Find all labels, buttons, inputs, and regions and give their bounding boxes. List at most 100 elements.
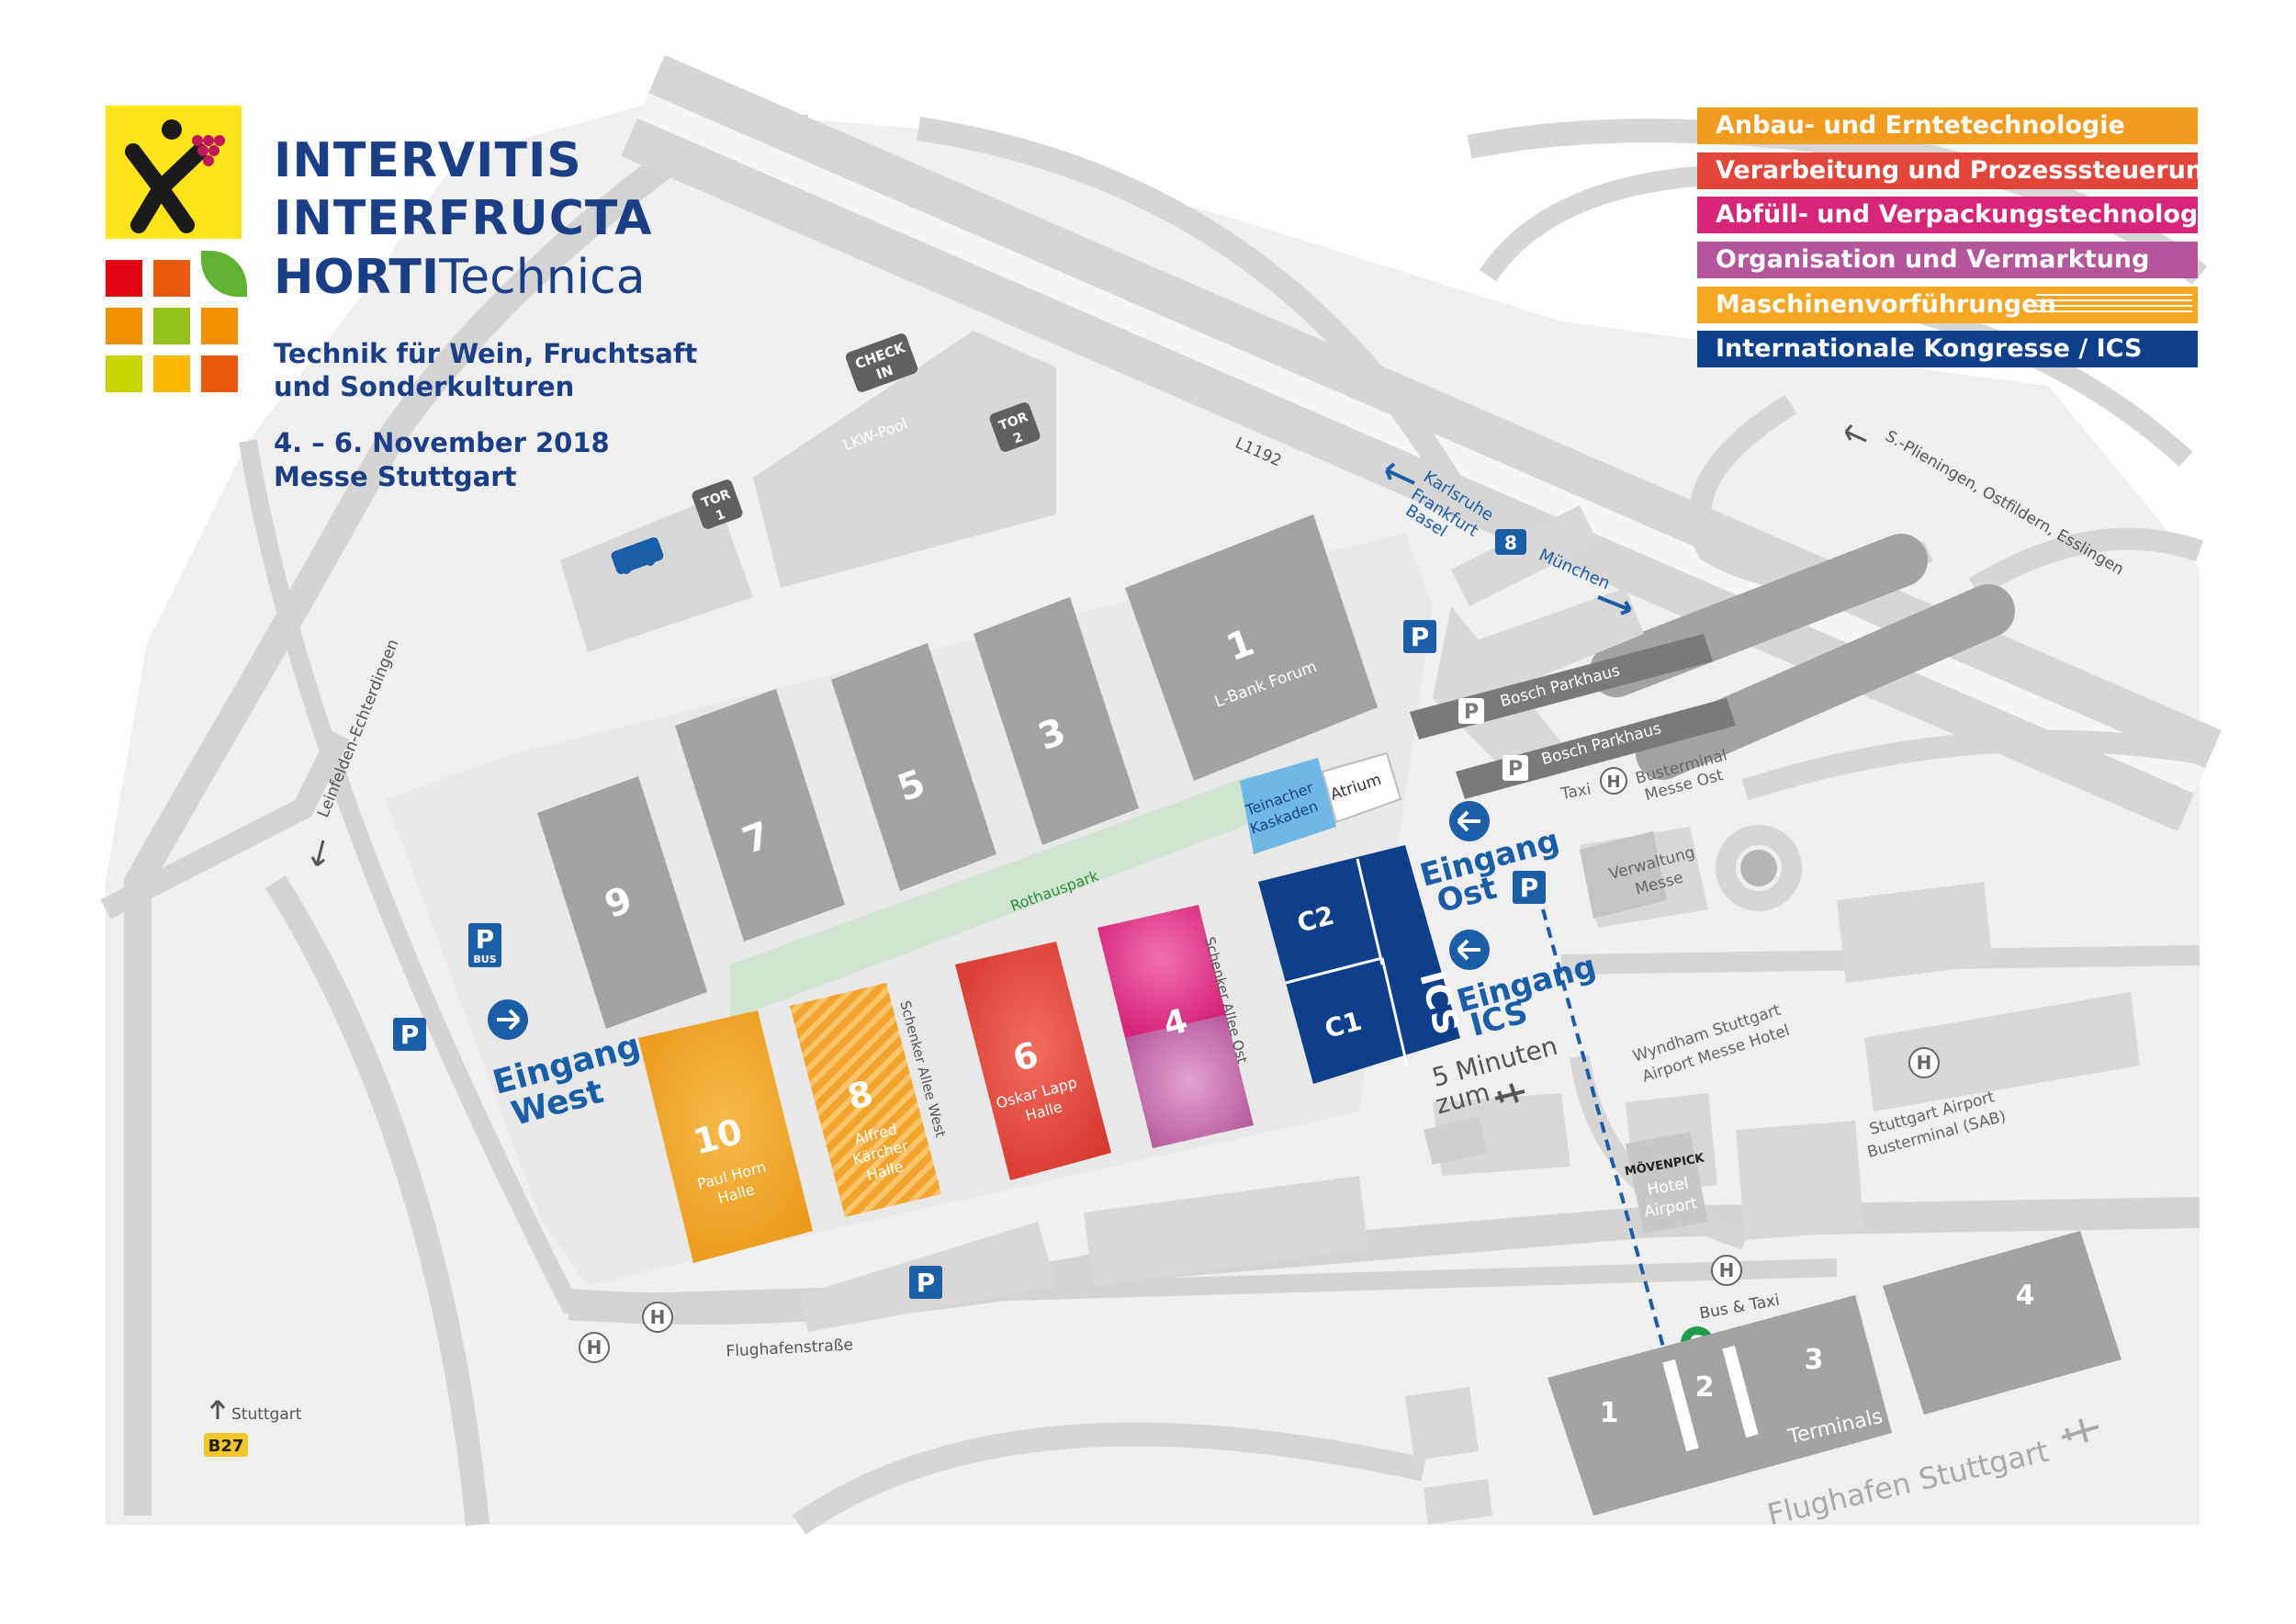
halls xyxy=(537,514,1460,1263)
parking-sign-south[interactable] xyxy=(909,1266,942,1299)
leinfelden-arrow-icon xyxy=(310,840,325,867)
brand-line-2: INTERFRUCTA xyxy=(274,191,653,246)
parking-sign-north[interactable] xyxy=(1403,620,1436,653)
tor-1-sign[interactable]: TOR 1 xyxy=(691,478,744,530)
hall-7[interactable] xyxy=(675,689,845,942)
logo-tile xyxy=(106,355,142,392)
event-date: 4. – 6. November 2018 xyxy=(274,427,610,458)
airplane-icon xyxy=(1494,1083,1525,1103)
stripes-pattern xyxy=(2036,294,2192,316)
a8-number: 8 xyxy=(1504,532,1517,554)
bus-stop-icon-west-2: H xyxy=(579,1332,610,1363)
terminal-area xyxy=(1548,1295,1892,1516)
legend-item-abfuell: Abfüll- und Verpackungstechnologie xyxy=(1697,197,2198,233)
svg-text:P: P xyxy=(400,1020,420,1050)
logo-tile xyxy=(153,355,190,392)
stuttgart-label: Stuttgart xyxy=(231,1405,302,1424)
logo-tile-grid xyxy=(106,251,247,394)
arrow-left-icon xyxy=(1457,939,1480,961)
atrium[interactable] xyxy=(1321,751,1402,824)
svg-text:P: P xyxy=(1464,701,1479,724)
hall-4-top[interactable] xyxy=(1097,905,1226,1038)
arrow-right-icon xyxy=(1597,595,1632,615)
hall-4-bottom[interactable] xyxy=(1125,1015,1254,1148)
svg-text:P: P xyxy=(1520,873,1539,903)
terminal-1-number: 1 xyxy=(1600,1397,1619,1429)
logo-badge xyxy=(106,106,242,239)
west-bus-stops: H H xyxy=(579,1302,673,1363)
legend-item-label: Organisation und Vermarktung xyxy=(1716,245,2150,274)
check-in-text-2: IN xyxy=(874,362,895,383)
legend-item-label: Abfüll- und Verpackungstechnologie xyxy=(1716,200,2198,229)
svg-text:H: H xyxy=(1606,773,1620,792)
legend-item-anbau: Anbau- und Erntetechnologie xyxy=(1697,107,2198,144)
svg-text:P: P xyxy=(917,1268,936,1298)
legend-item-organisation: Organisation und Vermarktung xyxy=(1697,242,2198,278)
hall-10[interactable] xyxy=(638,1010,813,1263)
brand-line-3: HORTITechnica xyxy=(274,250,646,305)
hall-9[interactable] xyxy=(537,776,707,1029)
legend-item-label: Internationale Kongresse / ICS xyxy=(1716,334,2143,363)
brand-line-3-light: Technica xyxy=(439,250,646,305)
tagline-2: und Sonderkulturen xyxy=(274,371,575,402)
legend-item-label: Verarbeitung und Prozesssteuerung xyxy=(1716,156,2198,185)
parking-sign-ost[interactable] xyxy=(1513,871,1546,904)
arrow-right-icon xyxy=(497,1009,521,1031)
svg-text:H: H xyxy=(1719,1259,1735,1281)
svg-text:P: P xyxy=(1411,622,1430,652)
logo-tile xyxy=(201,355,238,392)
logo-tile xyxy=(153,260,190,297)
vintner-figure-icon xyxy=(125,119,225,233)
airplane-icon xyxy=(2061,1418,2099,1443)
walking-path xyxy=(1541,908,1666,1351)
svg-text:P: P xyxy=(476,924,495,954)
svg-text:H: H xyxy=(1917,1052,1932,1074)
a8-sign xyxy=(1495,529,1526,555)
b27-label: B27 xyxy=(208,1437,244,1456)
bus-stop-icon-terminal: H xyxy=(1711,1255,1742,1286)
eingang-ost[interactable]: Eingang Ost xyxy=(1416,801,1563,920)
bus-parking-label: BUS xyxy=(473,953,496,965)
parking-sign-bus[interactable] xyxy=(468,923,501,967)
bus-stop-icon-west-1: H xyxy=(642,1302,673,1333)
hall-8[interactable] xyxy=(790,983,941,1217)
arrow-left-icon xyxy=(1385,462,1415,485)
brand-line-1: INTERVITIS xyxy=(274,133,582,188)
hall-3[interactable] xyxy=(974,597,1139,845)
arrow-up-icon xyxy=(209,1400,226,1419)
arrow-left-icon xyxy=(1457,810,1480,832)
svg-text:H: H xyxy=(587,1336,602,1359)
logo-tile xyxy=(153,308,190,344)
hall-5[interactable] xyxy=(831,643,996,891)
logo-leaf xyxy=(201,251,247,297)
east-labels: Taxi H Busterminal Messe Ost Verwaltung … xyxy=(1559,746,1729,919)
legend-item-kongresse: Internationale Kongresse / ICS xyxy=(1697,331,2198,367)
parking-signs: P P P P BUS P xyxy=(393,620,1546,1299)
brand-line-3-bold: HORTI xyxy=(274,250,440,305)
terminal-2-number: 2 xyxy=(1695,1371,1715,1404)
logo-tile xyxy=(106,260,142,297)
hall-6[interactable] xyxy=(955,942,1111,1180)
plieningen-arrow-icon xyxy=(1844,424,1867,443)
terminal-3-number: 3 xyxy=(1805,1344,1824,1376)
terminal-4[interactable] xyxy=(1883,1231,2122,1415)
bus-stop-icon-ost: H xyxy=(1600,767,1627,795)
event-venue: Messe Stuttgart xyxy=(274,461,517,492)
legend-item-maschinen: Maschinenvorführungen xyxy=(1697,287,2198,323)
gate-signs: CHECK IN TOR 1 TOR 2 xyxy=(611,333,1041,575)
tagline-1: Technik für Wein, Fruchtsaft xyxy=(274,338,698,369)
terminal-4-number: 4 xyxy=(2016,1280,2035,1312)
b27-sign xyxy=(204,1433,248,1457)
legend-item-label: Maschinenvorführungen xyxy=(1716,290,2056,319)
teinacher-kaskaden[interactable] xyxy=(1240,758,1336,854)
legend-item-verarbeitung: Verarbeitung und Prozesssteuerung xyxy=(1697,152,2198,189)
tor-2-sign[interactable]: TOR 2 xyxy=(988,400,1041,453)
svg-text:P: P xyxy=(1508,758,1523,781)
bus-stop-icon-sab: H xyxy=(1908,1047,1940,1078)
logo-block xyxy=(106,106,247,394)
hall-1[interactable] xyxy=(1125,514,1378,781)
logo-tile xyxy=(106,308,142,344)
parking-sign-west[interactable] xyxy=(393,1018,426,1051)
legend-item-label: Anbau- und Erntetechnologie xyxy=(1716,111,2125,140)
